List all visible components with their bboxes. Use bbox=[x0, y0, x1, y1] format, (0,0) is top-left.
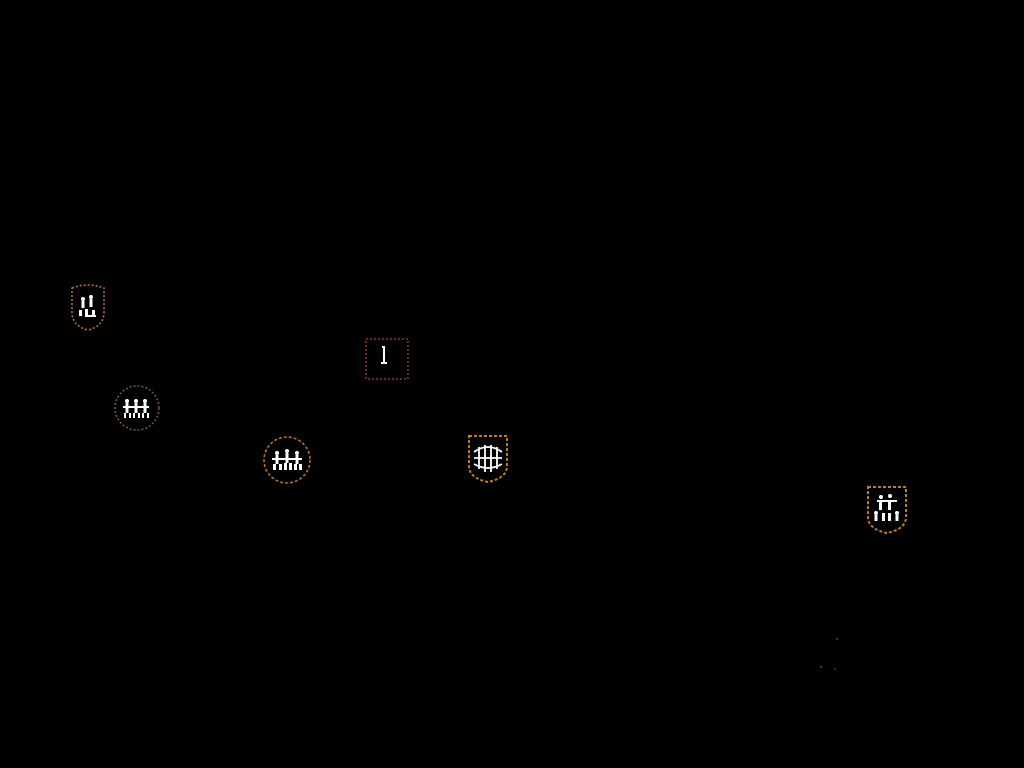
unit-token-shield-round[interactable] bbox=[66, 282, 110, 332]
building-token-shield[interactable] bbox=[465, 432, 511, 484]
figure-group-icon bbox=[71, 284, 105, 331]
unit-token-circle[interactable] bbox=[112, 383, 162, 433]
pillar-icon bbox=[365, 338, 409, 380]
fog-marker bbox=[818, 636, 842, 672]
figure-group-icon bbox=[114, 385, 160, 431]
building-token-square[interactable] bbox=[363, 336, 411, 382]
figure-group-icon bbox=[867, 486, 907, 535]
unit-token-shield[interactable] bbox=[864, 483, 910, 535]
globe-grid-icon bbox=[468, 435, 508, 484]
unit-token-circle[interactable] bbox=[261, 434, 313, 486]
figure-group-icon bbox=[263, 436, 311, 484]
